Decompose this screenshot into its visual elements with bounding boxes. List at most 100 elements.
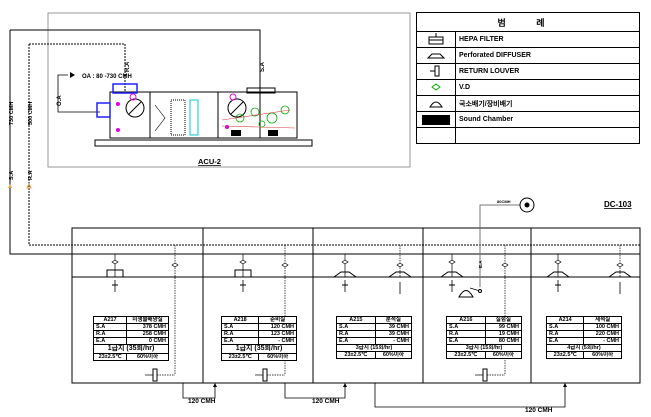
room-ea: - CMH [583, 337, 622, 345]
room-ra: 220 CMH [583, 330, 622, 338]
legend-label: Sound Chamber [455, 111, 640, 128]
volume-damper-icon [616, 262, 624, 268]
oa-damper-icon [96, 102, 111, 118]
row-label: R.A [220, 330, 260, 338]
ra-branch-duct [28, 44, 640, 246]
row-label: E.A [220, 337, 260, 345]
return-diffuser-icon [387, 271, 413, 278]
perforated-diffuser-icon [439, 271, 465, 278]
floor-outline [71, 227, 641, 384]
sa-label: S.A [260, 61, 266, 72]
row-label: S.A [545, 323, 585, 331]
main-ra-label: R.A [28, 171, 34, 181]
ra-damper-icon [112, 83, 138, 94]
volume-damper-icon [341, 259, 349, 265]
perforated-diffuser-icon [545, 271, 571, 278]
oa-flow-text: OA : 80 -730 CMH [82, 74, 132, 80]
volume-damper-icon [554, 259, 562, 265]
return-louver-icon [152, 368, 158, 382]
room-ra: 258 CMH [126, 330, 169, 338]
return-louver-icon [416, 63, 456, 80]
legend-label: RETURN LOUVER [455, 63, 640, 80]
room-ra: 39 CMH [374, 330, 413, 338]
room-sa: 39 CMH [374, 323, 413, 331]
row-label: E.A [92, 337, 128, 345]
room-humidity: 60%이하 [484, 351, 523, 359]
transfer-ducts [182, 383, 566, 408]
main-sa-label: S.A [9, 171, 15, 180]
volume-damper-icon [239, 259, 247, 265]
volume-damper-icon [171, 262, 179, 268]
row-label: R.A [92, 330, 128, 338]
room-humidity: 60%이하 [583, 351, 622, 359]
legend-table: 범 례 HEPA FILTER Perforated DIFFUSER RETU… [416, 12, 640, 144]
room-ea: 80 CMH [484, 337, 523, 345]
room-humidity: 60%이하 [126, 353, 169, 361]
volume-damper-icon [396, 262, 404, 268]
room-temp: 23±2.5℃ [446, 351, 486, 359]
room-ra: 123 CMH [258, 330, 297, 338]
acu-unit [94, 83, 313, 147]
room-humidity: 60%이하 [374, 351, 413, 359]
ra-flow-label: 500 CMH [28, 102, 34, 125]
perforated-diffuser-icon [332, 271, 358, 278]
room-sa: 378 CMH [126, 323, 169, 331]
room-temp: 23±2.5℃ [545, 351, 585, 359]
room-name: 분석실 [374, 316, 413, 324]
row-label: E.A [446, 337, 486, 345]
hepa-filter-icon [234, 269, 252, 278]
room-walls [202, 228, 532, 383]
exhaust-fan-label: DC-103 [604, 200, 632, 209]
room-ea: - CMH [374, 337, 413, 345]
legend-label: HEPA FILTER [455, 31, 640, 48]
row-label: R.A [545, 330, 585, 338]
volume-damper-icon [281, 262, 289, 268]
return-louver-icon [262, 368, 268, 382]
row-label: S.A [220, 323, 260, 331]
room-ea: - CMH [258, 337, 297, 345]
room-grade: 4급지 (5회/hr) [546, 344, 622, 352]
room-id: A217 [92, 316, 128, 324]
room-grade: 3급지 (15회/hr) [446, 344, 522, 352]
room-temp: 23±2.5℃ [336, 351, 376, 359]
room-name: 세척실 [583, 316, 622, 324]
acu-enclosure [47, 12, 411, 168]
volume-damper-icon [501, 262, 509, 268]
room-ea: 0 CMH [126, 337, 169, 345]
volume-damper-icon [111, 259, 119, 265]
oa-arrow-icon [70, 72, 75, 78]
room-grade: 1급지 (35회/hr) [221, 344, 297, 354]
hepa-filter-icon [416, 31, 456, 48]
sa-flow-label: 730 CMH [9, 102, 15, 125]
room-grade: 1급지 (35회/hr) [93, 344, 169, 354]
room-sa: 120 CMH [258, 323, 297, 331]
volume-damper-icon [448, 259, 456, 265]
ra-label: R.A [125, 61, 131, 72]
room-humidity: 60%이하 [258, 353, 297, 361]
legend-empty-cell [455, 127, 640, 144]
volume-damper-icon [416, 79, 456, 96]
room-name: 준비실 [258, 316, 297, 324]
legend-empty-cell [416, 127, 456, 144]
local-exhaust-icon [416, 95, 456, 112]
local-exhaust-icon [458, 290, 474, 298]
room-grade: 3급지 (15회/hr) [336, 344, 412, 352]
row-label: R.A [336, 330, 376, 338]
sa-main-duct [10, 29, 261, 92]
return-louver-icon [482, 368, 488, 382]
room-ra: 19 CMH [484, 330, 523, 338]
legend-title: 범 례 [416, 12, 640, 32]
terminals [106, 245, 633, 382]
room-temp: 23±2.5℃ [220, 353, 260, 361]
row-label: E.A [336, 337, 376, 345]
room-id: A216 [446, 316, 486, 324]
room-id: A218 [220, 316, 260, 324]
row-label: S.A [336, 323, 376, 331]
transfer-flow-3: 120 CMH [525, 407, 553, 414]
room-sa: 99 CMH [484, 323, 523, 331]
room-temp: 23±2.5℃ [92, 353, 128, 361]
